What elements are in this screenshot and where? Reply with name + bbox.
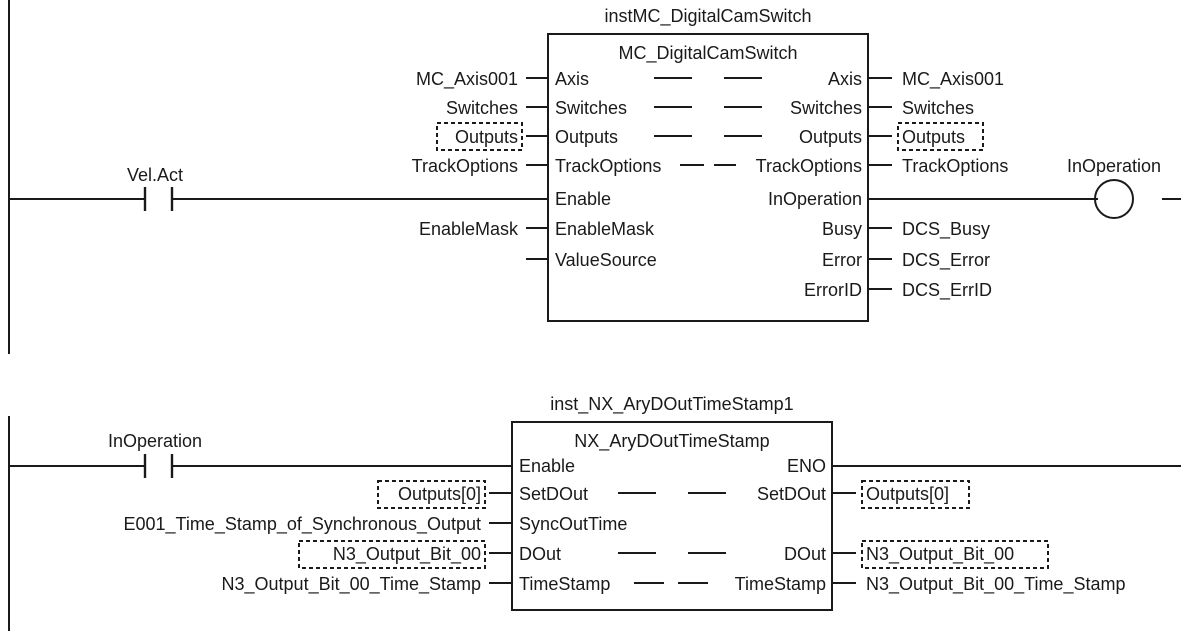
- fb-output-outputs: Outputs: [799, 127, 862, 147]
- var-in-outputs[interactable]: Outputs: [455, 127, 518, 147]
- fb-output-switches: Switches: [790, 98, 862, 118]
- coil-inoperation[interactable]: InOperation: [1067, 156, 1161, 219]
- fb-input-enablemask: EnableMask: [555, 219, 655, 239]
- fb-output-timestamp: TimeStamp: [735, 574, 826, 594]
- fb-type-name: NX_AryDOutTimeStamp: [574, 431, 769, 452]
- var-out-switches[interactable]: Switches: [902, 98, 974, 118]
- var-in-syncouttime[interactable]: E001_Time_Stamp_of_Synchronous_Output: [123, 514, 481, 535]
- var-in-trackoptions[interactable]: TrackOptions: [412, 156, 518, 176]
- highlight-box: [298, 540, 486, 569]
- contact-label: Vel.Act: [127, 165, 183, 185]
- var-out-errorid[interactable]: DCS_ErrID: [902, 280, 992, 301]
- fb-input-timestamp: TimeStamp: [519, 574, 610, 594]
- contact-vel-act[interactable]: Vel.Act: [127, 165, 183, 211]
- var-in-switches[interactable]: Switches: [446, 98, 518, 118]
- fb-input-valuesource: ValueSource: [555, 250, 657, 270]
- fb-output-axis: Axis: [828, 69, 862, 89]
- var-out-error[interactable]: DCS_Error: [902, 250, 990, 271]
- var-out-trackoptions[interactable]: TrackOptions: [902, 156, 1008, 176]
- fb-input-switches: Switches: [555, 98, 627, 118]
- var-in-enablemask[interactable]: EnableMask: [419, 219, 519, 239]
- fb-output-trackoptions: TrackOptions: [756, 156, 862, 176]
- rung-2: InOperation inst_NX_AryDOutTimeStamp1 NX…: [8, 394, 1181, 631]
- var-out-axis[interactable]: MC_Axis001: [902, 69, 1004, 90]
- contact-inoperation[interactable]: InOperation: [108, 431, 202, 478]
- fb-type-name: MC_DigitalCamSwitch: [618, 43, 797, 64]
- fb-input-enable: Enable: [555, 189, 611, 209]
- fb-input-outputs: Outputs: [555, 127, 618, 147]
- fb-output-busy: Busy: [822, 219, 862, 239]
- var-in-dout[interactable]: N3_Output_Bit_00: [333, 544, 481, 565]
- fb-input-trackoptions: TrackOptions: [555, 156, 661, 176]
- fb-instance-name: inst_NX_AryDOutTimeStamp1: [550, 394, 793, 415]
- fb-output-errorid: ErrorID: [804, 280, 862, 300]
- fb-output-error: Error: [822, 250, 862, 270]
- coil-circle: [1094, 179, 1134, 219]
- fb-input-axis: Axis: [555, 69, 589, 89]
- function-block-mc-digitalcamswitch[interactable]: instMC_DigitalCamSwitch MC_DigitalCamSwi…: [547, 6, 869, 322]
- var-in-axis[interactable]: MC_Axis001: [416, 69, 518, 90]
- rung-1: Vel.Act InOperation instMC_DigitalCamSwi…: [8, 0, 1181, 354]
- highlight-box: [861, 540, 1049, 569]
- fb-instance-name: instMC_DigitalCamSwitch: [604, 6, 811, 27]
- var-in-timestamp[interactable]: N3_Output_Bit_00_Time_Stamp: [222, 574, 481, 595]
- fb-input-syncouttime: SyncOutTime: [519, 514, 627, 534]
- fb-input-dout: DOut: [519, 544, 561, 564]
- coil-label: InOperation: [1067, 156, 1161, 176]
- fb-output-setdout: SetDOut: [757, 484, 826, 504]
- highlight-box: [436, 122, 523, 151]
- var-in-setdout[interactable]: Outputs[0]: [398, 484, 481, 504]
- fb-output-inoperation: InOperation: [768, 189, 862, 209]
- var-out-timestamp[interactable]: N3_Output_Bit_00_Time_Stamp: [866, 574, 1125, 595]
- highlight-box: [861, 480, 970, 509]
- highlight-box: [377, 480, 486, 509]
- var-out-outputs[interactable]: Outputs: [902, 127, 965, 147]
- fb-input-setdout: SetDOut: [519, 484, 588, 504]
- fb-box: [511, 421, 833, 611]
- contact-label: InOperation: [108, 431, 202, 451]
- fb-input-enable: Enable: [519, 456, 575, 476]
- var-out-dout[interactable]: N3_Output_Bit_00: [866, 544, 1014, 565]
- fb-output-dout: DOut: [784, 544, 826, 564]
- highlight-box: [897, 122, 984, 151]
- var-out-busy[interactable]: DCS_Busy: [902, 219, 990, 240]
- fb-output-eno: ENO: [787, 456, 826, 476]
- fb-box: [547, 33, 869, 322]
- function-block-nx-arydouttimestamp[interactable]: inst_NX_AryDOutTimeStamp1 NX_AryDOutTime…: [511, 394, 833, 611]
- var-out-setdout[interactable]: Outputs[0]: [866, 484, 949, 504]
